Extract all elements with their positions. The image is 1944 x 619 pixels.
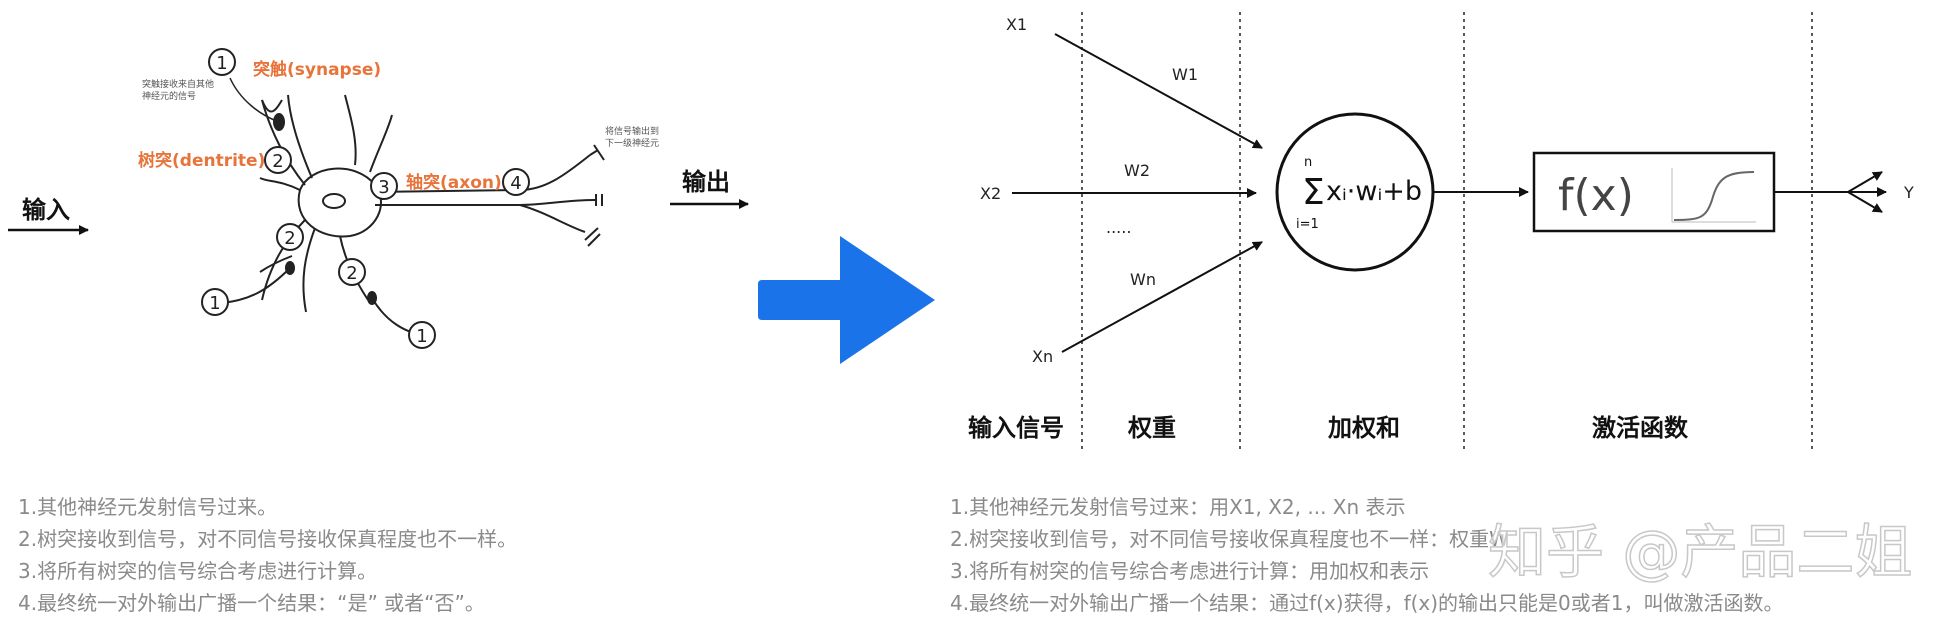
svg-text:2: 2 — [346, 263, 357, 284]
output-y: Y — [1903, 183, 1914, 202]
marker-2-left: 2 — [276, 223, 304, 251]
input-xn: Xn — [1032, 347, 1053, 366]
right-captions: 1.其他神经元发射信号过来：用X1, X2, ... Xn 表示 2.树突接收到… — [950, 495, 1784, 615]
left-caption-2: 2.树突接收到信号，对不同信号接收保真程度也不一样。 — [18, 527, 517, 551]
input-label: 输入 — [22, 196, 70, 224]
neuron-sketch — [259, 94, 605, 313]
right-panel: X1 X2 ..... Xn W1 W2 Wn Σ n i=1 xᵢ·wᵢ+b … — [950, 12, 1914, 615]
right-caption-4: 4.最终统一对外输出广播一个结果：通过f(x)获得，f(x)的输出只能是0或者1… — [950, 591, 1784, 615]
weight-w2: W2 — [1124, 161, 1150, 180]
svg-text:1: 1 — [209, 293, 220, 314]
input-x1: X1 — [1006, 15, 1027, 34]
sum-lower: i=1 — [1296, 217, 1319, 232]
weight-wn: Wn — [1130, 270, 1156, 289]
synapse-note-line1: 突触接收来自其他 — [142, 78, 214, 90]
section-activation: 激活函数 — [1592, 414, 1689, 442]
sum-body: xᵢ·wᵢ+b — [1326, 176, 1422, 207]
sum-upper: n — [1304, 155, 1312, 170]
sigma-icon: Σ — [1302, 172, 1325, 213]
section-weight: 权重 — [1127, 414, 1176, 442]
marker-4-axon: 4 — [502, 168, 530, 196]
output-arrow-up — [1847, 171, 1883, 193]
marker-2-dendrite: 2 — [264, 146, 292, 174]
svg-text:2: 2 — [272, 151, 283, 172]
synapse-label: 突触(synapse) — [253, 59, 381, 80]
output-note-line1: 将信号输出到 — [605, 125, 659, 137]
marker-1-left: 1 — [201, 288, 229, 316]
dendrite-label: 树突(dentrite) — [138, 150, 265, 171]
left-captions: 1.其他神经元发射信号过来。 2.树突接收到信号，对不同信号接收保真程度也不一样… — [18, 495, 517, 615]
left-caption-1: 1.其他神经元发射信号过来。 — [18, 495, 277, 519]
output-note-line2: 下一级神经元 — [605, 137, 659, 149]
output-label: 输出 — [682, 168, 730, 196]
left-caption-4: 4.最终统一对外输出广播一个结果：“是” 或者“否”。 — [18, 591, 485, 615]
svg-text:1: 1 — [216, 53, 227, 74]
nucleus — [322, 193, 346, 209]
right-caption-3: 3.将所有树突的信号综合考虑进行计算：用加权和表示 — [950, 559, 1429, 583]
arrow-xn — [1061, 241, 1263, 353]
output-arrow-down — [1847, 191, 1883, 213]
synapse-note-line2: 神经元的信号 — [142, 90, 196, 102]
svg-text:2: 2 — [284, 228, 295, 249]
sigmoid-icon — [1671, 168, 1756, 223]
input-dots: ..... — [1106, 218, 1131, 237]
marker-1-top: 1 — [208, 48, 236, 76]
section-sum: 加权和 — [1328, 414, 1400, 442]
left-caption-3: 3.将所有树突的信号综合考虑进行计算。 — [18, 559, 377, 583]
svg-text:3: 3 — [378, 177, 389, 198]
watermark: 知乎 @产品二姐 — [1488, 518, 1912, 586]
input-x2: X2 — [980, 184, 1001, 203]
right-caption-2: 2.树突接收到信号，对不同信号接收保真程度也不一样：权重W — [950, 527, 1509, 551]
section-input: 输入信号 — [968, 414, 1064, 442]
activation-label: f(x) — [1558, 170, 1634, 221]
marker-1-lower: 1 — [408, 321, 436, 349]
weight-w1: W1 — [1172, 65, 1198, 84]
arrow-x1 — [1054, 33, 1263, 149]
svg-text:4: 4 — [510, 173, 521, 194]
right-arrow-icon — [758, 236, 935, 364]
svg-text:1: 1 — [416, 326, 427, 347]
cell-body — [297, 167, 382, 238]
right-caption-1: 1.其他神经元发射信号过来：用X1, X2, ... Xn 表示 — [950, 495, 1406, 519]
left-panel: 输入 输出 — [8, 48, 749, 615]
marker-2-lower: 2 — [338, 258, 366, 286]
axon-label: 轴突(axon) — [406, 172, 502, 193]
sum-node — [1275, 112, 1435, 272]
marker-3-body: 3 — [370, 172, 398, 200]
